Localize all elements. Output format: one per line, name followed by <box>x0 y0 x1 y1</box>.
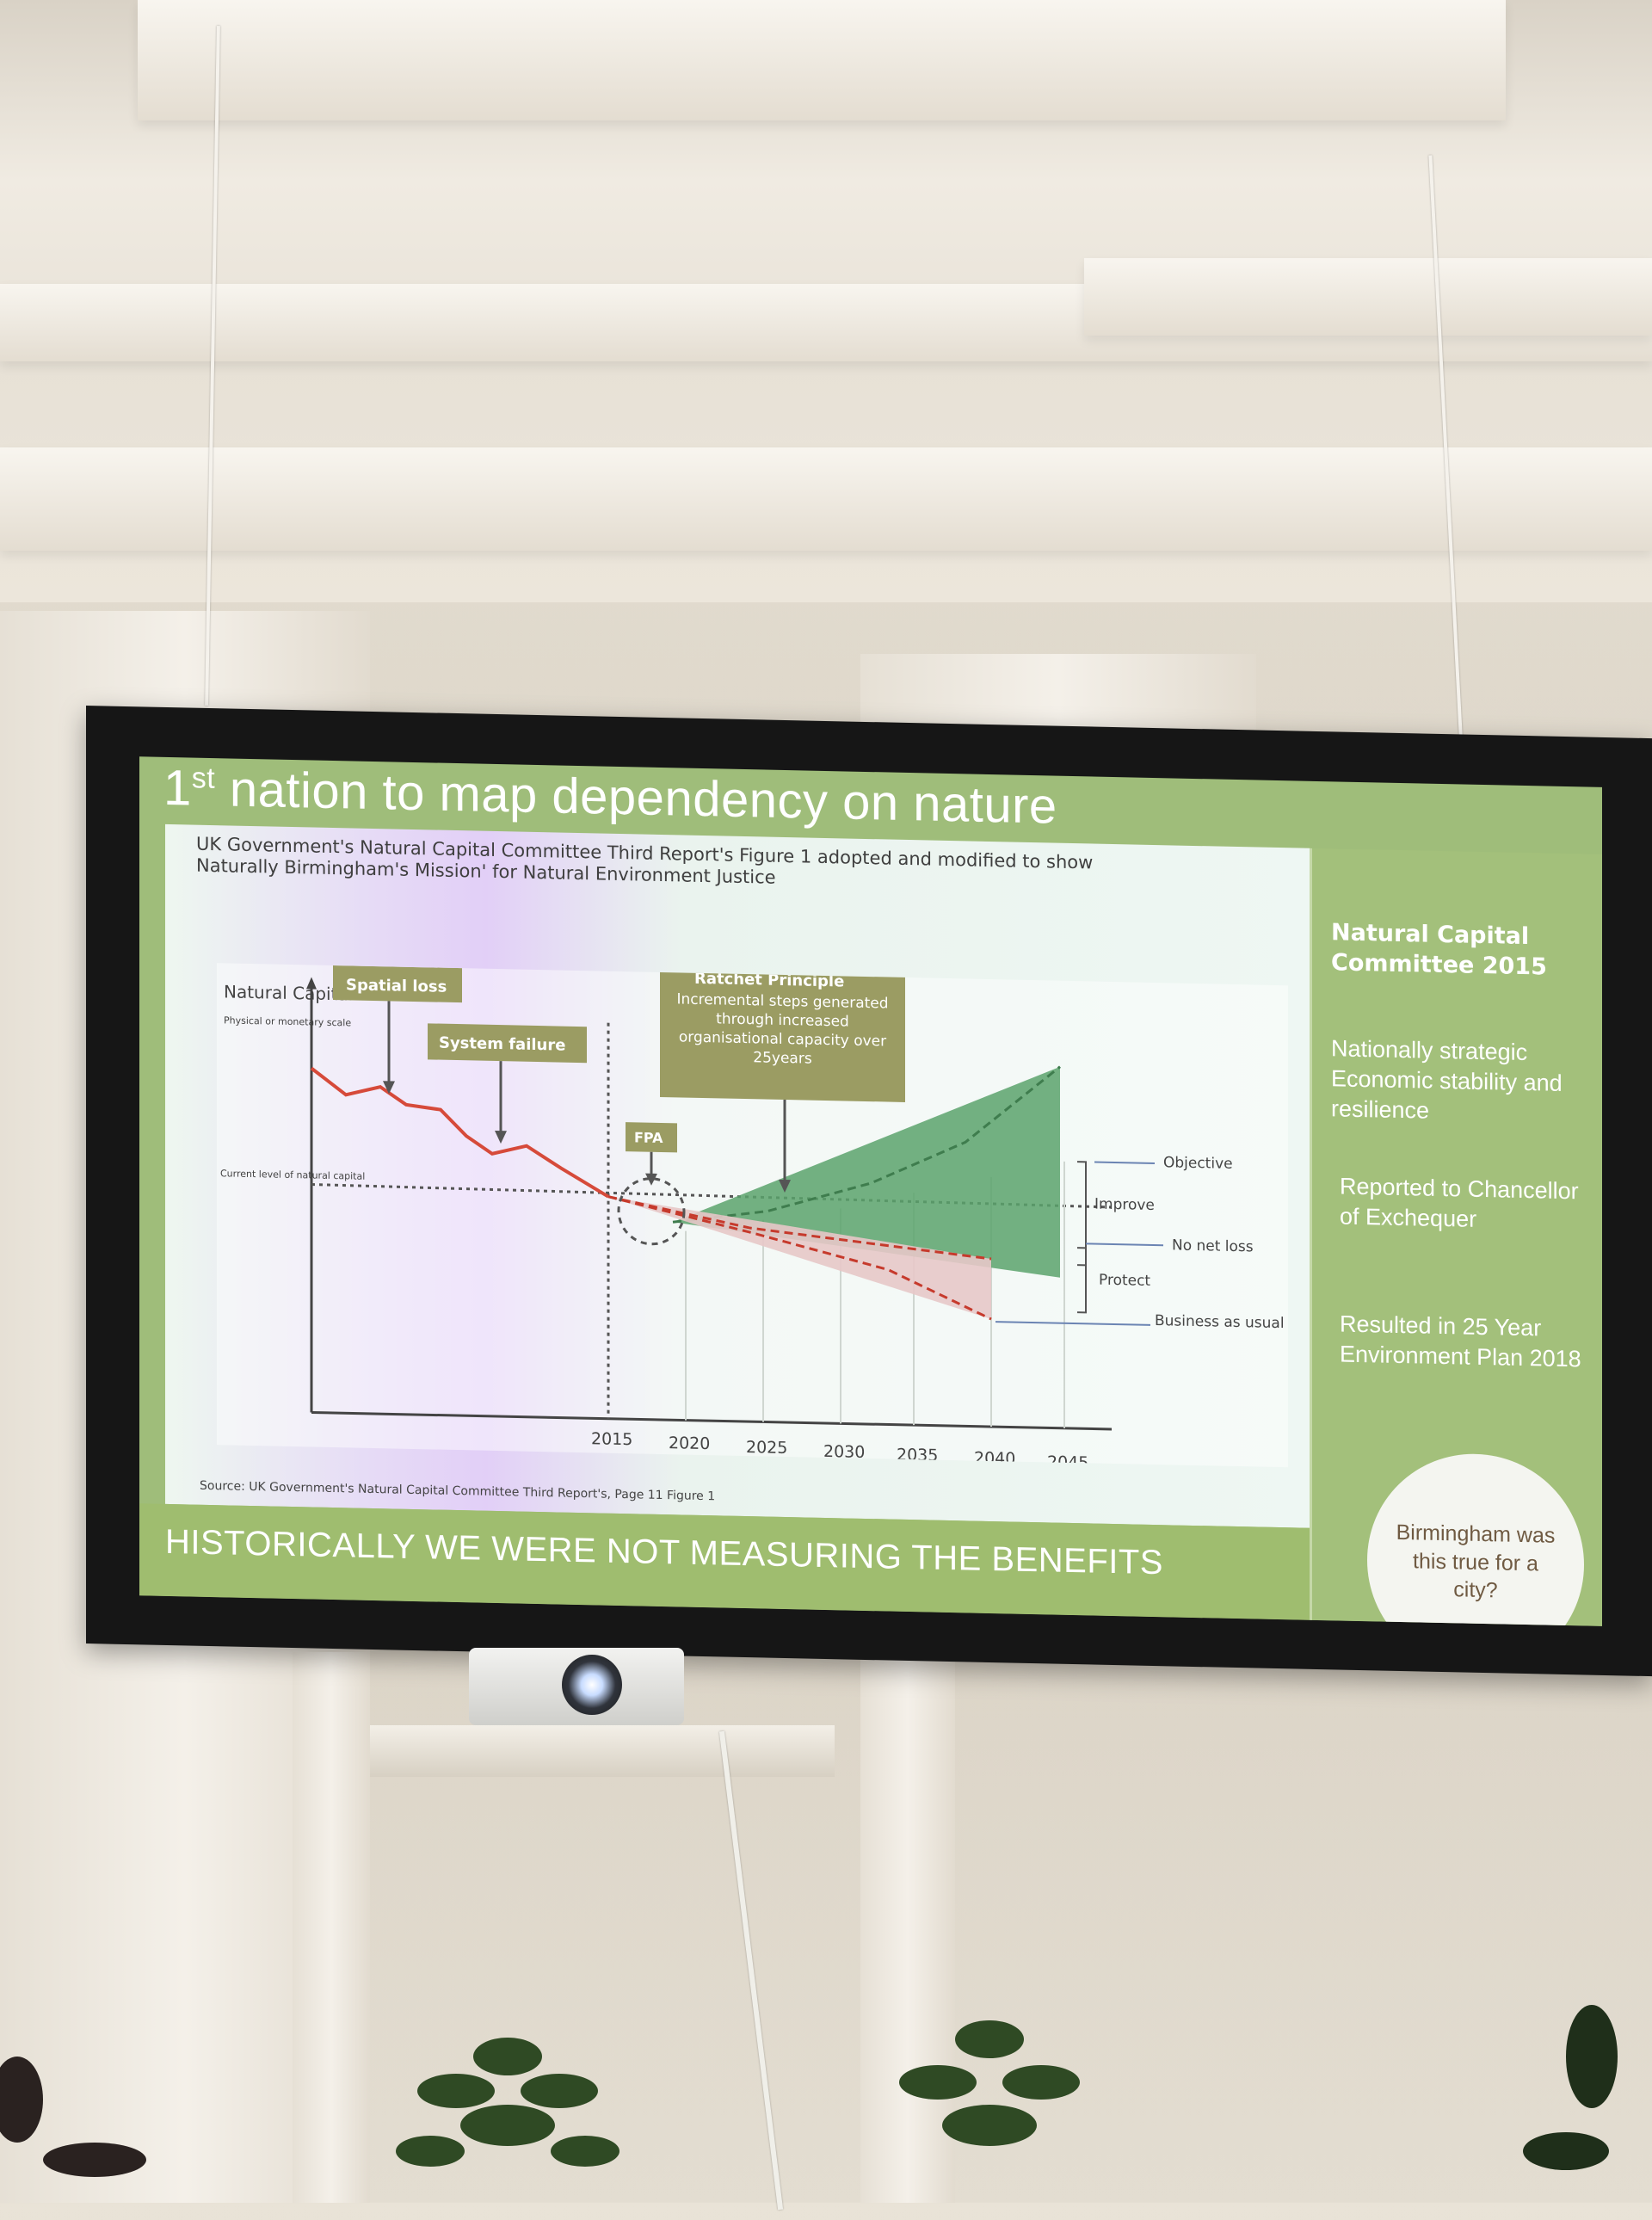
ceiling-beam <box>0 447 1652 551</box>
label-objective: Objective <box>1163 1154 1233 1173</box>
plant-leaf <box>1002 2065 1080 2100</box>
objective-pointer <box>1094 1161 1155 1165</box>
plant-leaf <box>473 2038 542 2075</box>
chart-area: Natural Capital Physical or monetary sca… <box>217 959 1288 1472</box>
x-tick-labels: 2015 2020 2025 2030 2035 2040 2045 <box>591 1429 1088 1472</box>
ratchet-principle-arrowhead <box>779 1179 791 1193</box>
x-tick-2035: 2035 <box>897 1446 938 1465</box>
spatial-loss-label: Spatial loss <box>346 976 447 996</box>
business-as-usual-pointer <box>996 1321 1150 1326</box>
system-failure-box <box>428 1023 587 1064</box>
objective-line <box>672 1065 1061 1224</box>
x-axis <box>311 1410 1112 1431</box>
natural-capital-chart: Natural Capital Physical or monetary sca… <box>220 959 1285 1472</box>
figure-source: Source: UK Government's Natural Capital … <box>200 1478 716 1504</box>
plant-leaf <box>460 2105 555 2146</box>
label-protect: Protect <box>1099 1272 1150 1290</box>
ratchet-principle-detail: Incremental steps generated through incr… <box>676 990 889 1068</box>
label-no-net-loss: No net loss <box>1172 1236 1254 1255</box>
business-as-usual-line <box>607 1195 992 1321</box>
plant-leaf <box>955 2020 1024 2058</box>
y-axis-arrow <box>306 977 317 990</box>
right-panel-item: Reported to Chancellor of Exchequer <box>1340 1173 1579 1232</box>
potted-plant <box>396 2038 620 2167</box>
projector <box>469 1648 684 1725</box>
plant-leaf <box>0 2057 43 2143</box>
potted-plant <box>0 2057 146 2177</box>
no-net-loss-pointer <box>1086 1243 1163 1247</box>
plant-leaf <box>1523 2132 1609 2170</box>
y-axis-sublabel: Physical or monetary scale <box>224 1014 351 1028</box>
ceiling-light-fixture <box>1084 258 1652 336</box>
plant-leaf <box>521 2074 598 2108</box>
potted-plant <box>1523 2005 1618 2170</box>
fpa-circle <box>617 1177 686 1246</box>
presentation-slide: 1st nation to map dependency on nature U… <box>139 756 1602 1626</box>
question-bubble-text: Birmingham was this true for a city? <box>1396 1520 1556 1603</box>
x-tick-2040: 2040 <box>974 1449 1015 1468</box>
spatial-loss-box <box>333 965 462 1003</box>
figure-panel: UK Government's Natural Capital Committe… <box>165 823 1310 1528</box>
ceiling-beam <box>138 0 1506 120</box>
wall-pillar <box>860 1652 955 2203</box>
slide-title-prefix: 1 <box>163 759 192 817</box>
right-panel-item: Nationally strategic Economic stability … <box>1331 1035 1563 1124</box>
figure-subtitle: UK Government's Natural Capital Committe… <box>196 833 1094 888</box>
ratchet-principle-detail-wrap: Incremental steps generated through incr… <box>676 990 889 1068</box>
plant-leaf <box>551 2136 620 2167</box>
current-level-label: Current level of natural capital <box>220 1168 365 1182</box>
projector-cable <box>718 1730 784 2211</box>
ratchet-principle-label: Ratchet Principle <box>694 970 844 991</box>
y-axis-label: Natural Capital <box>224 981 353 1004</box>
x-tick-2045: 2045 <box>1047 1452 1088 1467</box>
historic-decline-line <box>310 1066 610 1199</box>
spatial-loss-arrowhead <box>383 1081 395 1095</box>
plant-leaf <box>417 2074 495 2108</box>
protect-line <box>607 1195 992 1261</box>
potted-plant <box>899 2020 1080 2146</box>
improve-bracket <box>1077 1161 1087 1267</box>
protect-bracket <box>1077 1247 1087 1314</box>
system-failure-arrowhead <box>495 1130 507 1144</box>
ratchet-principle-box <box>660 959 905 1102</box>
label-business-as-usual: Business as usual <box>1155 1312 1285 1332</box>
plant-leaf <box>43 2143 146 2177</box>
plant-leaf <box>899 2065 977 2100</box>
x-tick-2015: 2015 <box>591 1429 632 1449</box>
fpa-box <box>626 1122 677 1153</box>
slide-footer-text: HISTORICALLY WE WERE NOT MEASURING THE B… <box>165 1522 1163 1582</box>
question-bubble: Birmingham was this true for a city? <box>1367 1452 1584 1626</box>
plant-leaf <box>942 2105 1037 2146</box>
right-panel: Natural Capital Committee 2015 Nationall… <box>1310 848 1602 1626</box>
right-panel-heading: Natural Capital Committee 2015 <box>1331 919 1547 981</box>
plant-leaf <box>396 2136 465 2167</box>
x-tick-2025: 2025 <box>746 1438 787 1458</box>
wall-pillar <box>293 1652 370 2203</box>
slide-title-sup: st <box>191 762 216 795</box>
x-tick-2020: 2020 <box>669 1434 710 1453</box>
right-panel-item: Resulted in 25 Year Environment Plan 201… <box>1340 1310 1581 1372</box>
fpa-arrowhead <box>645 1173 657 1186</box>
slide-title-text: nation to map dependency on nature <box>229 761 1057 835</box>
label-improve: Improve <box>1094 1196 1155 1214</box>
system-failure-label: System failure <box>439 1034 565 1055</box>
projector-shelf <box>370 1725 835 1777</box>
slide-title: 1st nation to map dependency on nature <box>163 759 1057 836</box>
plant-leaf <box>1566 2005 1618 2108</box>
business-as-usual-area <box>608 1196 991 1320</box>
projection-screen: 1st nation to map dependency on nature U… <box>86 706 1652 1677</box>
projector-lens <box>562 1655 622 1715</box>
x-tick-2030: 2030 <box>823 1442 865 1462</box>
fpa-label: FPA <box>634 1129 663 1146</box>
